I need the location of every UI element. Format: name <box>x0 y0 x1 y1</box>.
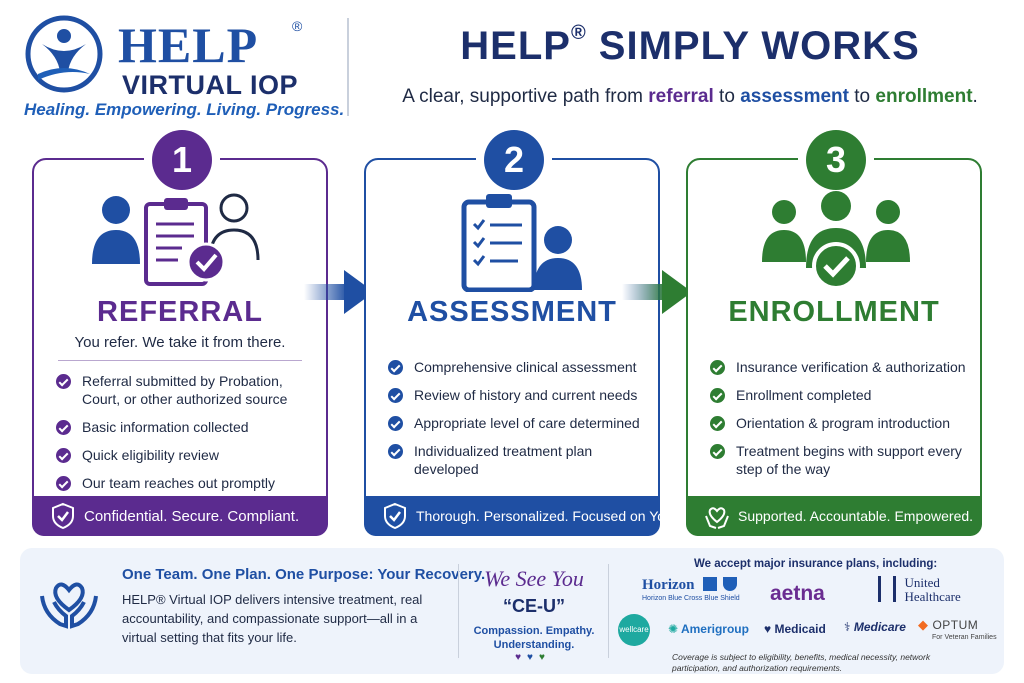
list-item: Comprehensive clinical assessment <box>388 358 648 376</box>
referral-clipboard-icon <box>92 193 260 286</box>
step-card-referral: 1 REFERRAL You refer. We take it from th… <box>32 130 328 536</box>
list-item: Insurance verification & authorization <box>710 358 970 376</box>
heart-hands-icon <box>40 582 98 629</box>
list-item: Appropriate level of care determined <box>388 414 648 432</box>
step-number-badge: 1 <box>152 130 212 190</box>
step-footer-text: Supported. Accountable. Empowered. <box>738 508 974 524</box>
heart-hands-icon <box>705 507 729 529</box>
united-healthcare-icon <box>878 576 896 602</box>
check-circle-icon <box>388 388 403 403</box>
page-title: HELP® SIMPLY WORKS <box>460 22 920 68</box>
list-item: Referral submitted by Probation, Court, … <box>56 372 316 408</box>
check-circle-icon <box>56 420 71 435</box>
wellcare-logo: wellcare <box>618 614 650 646</box>
check-circle-icon <box>56 374 71 389</box>
step-footer-band: Thorough. Personalized. Focused on You. <box>364 496 677 536</box>
optum-icon: ◆ <box>918 617 928 632</box>
footer-heading: One Team. One Plan. One Purpose: Your Re… <box>122 566 486 583</box>
check-circle-icon <box>710 416 725 431</box>
list-item: Our team reaches out promptly <box>56 474 316 492</box>
medicaid-logo: ♥ Medicaid <box>764 622 826 636</box>
header-divider <box>347 18 349 116</box>
step-checklist: Insurance verification & authorization E… <box>710 358 970 488</box>
blue-shield-icon <box>723 577 738 591</box>
divider <box>458 564 459 658</box>
coverage-note: Coverage is subject to eligibility, bene… <box>672 652 931 673</box>
check-circle-icon <box>388 444 403 459</box>
ceu-values: Compassion. Empathy. Understanding. <box>473 625 595 651</box>
step-title: ASSESSMENT <box>407 296 617 328</box>
step-card-assessment: 2 ASSESSMENT Comprehensive clinical asse… <box>364 130 677 536</box>
amerigroup-logo: ✺ Amerigroup <box>668 622 749 636</box>
divider <box>58 360 302 361</box>
arrow-right-icon <box>304 270 374 314</box>
step-footer-text: Confidential. Secure. Compliant. <box>84 508 300 525</box>
step-footer-text: Thorough. Personalized. Focused on You. <box>416 508 677 524</box>
footer-body: HELP® Virtual IOP delivers intensive tre… <box>122 592 423 645</box>
brand-name: HELP <box>118 17 259 73</box>
check-circle-icon <box>388 360 403 375</box>
check-circle-icon <box>56 448 71 463</box>
check-circle-icon <box>710 388 725 403</box>
list-item: Orientation & program introduction <box>710 414 970 432</box>
step-title: ENROLLMENT <box>728 296 940 328</box>
footer-panel: One Team. One Plan. One Purpose: Your Re… <box>20 548 1004 674</box>
step-subtitle: You refer. We take it from there. <box>74 334 286 351</box>
list-item: Enrollment completed <box>710 386 970 404</box>
step-footer-band: Supported. Accountable. Empowered. <box>686 496 982 536</box>
brand-product: VIRTUAL IOP <box>122 70 299 100</box>
step-title: REFERRAL <box>97 296 263 328</box>
blue-cross-icon <box>702 577 717 591</box>
step-checklist: Comprehensive clinical assessment Review… <box>388 358 648 488</box>
check-circle-icon <box>388 416 403 431</box>
hearts-icon: ♥♥♥ <box>515 652 551 663</box>
shield-check-icon <box>384 502 406 530</box>
page-subtitle: A clear, supportive path from referral t… <box>402 86 978 107</box>
divider <box>608 564 609 658</box>
step-checklist: Referral submitted by Probation, Court, … <box>56 372 316 502</box>
horizon-logo: Horizon Horizon Blue Cross Blue Shield <box>642 577 740 602</box>
optum-logo: ◆ OPTUM For Veteran Families <box>918 617 997 641</box>
check-circle-icon <box>710 444 725 459</box>
assessment-checklist-icon <box>461 194 582 292</box>
shield-check-icon <box>52 502 74 530</box>
brand-registered-mark: ® <box>292 18 303 34</box>
amerigroup-icon: ✺ <box>668 622 679 636</box>
insurance-heading: We accept major insurance plans, includi… <box>694 558 938 570</box>
brand-logo: HELP ® VIRTUAL IOP Healing. Empowering. … <box>22 10 345 122</box>
list-item: Individualized treatment plan developed <box>388 442 648 478</box>
list-item: Review of history and current needs <box>388 386 648 404</box>
list-item: Treatment begins with support every step… <box>710 442 970 478</box>
we-see-you-title: We See You <box>484 566 584 591</box>
step-footer-band: Confidential. Secure. Compliant. <box>32 496 328 536</box>
list-item: Basic information collected <box>56 418 316 436</box>
medicare-logo: ⚕ Medicare <box>844 620 906 634</box>
aetna-logo: aetna <box>770 582 825 605</box>
group-check-icon <box>762 191 910 290</box>
list-item: Quick eligibility review <box>56 446 316 464</box>
brand-tagline: Healing. Empowering. Living. Progress. <box>24 100 345 119</box>
arrow-right-icon <box>622 270 692 314</box>
check-circle-icon <box>56 476 71 491</box>
help-logo-icon <box>25 15 103 93</box>
check-circle-icon <box>710 360 725 375</box>
step-number-badge: 2 <box>484 130 544 190</box>
step-number-badge: 3 <box>806 130 866 190</box>
step-card-enrollment: 3 ENROLLMENT Insurance verification & au… <box>686 130 982 536</box>
ceu-title: “CE-U” <box>503 596 565 616</box>
heart-icon: ♥ <box>764 622 772 636</box>
medicare-icon: ⚕ <box>844 620 851 634</box>
